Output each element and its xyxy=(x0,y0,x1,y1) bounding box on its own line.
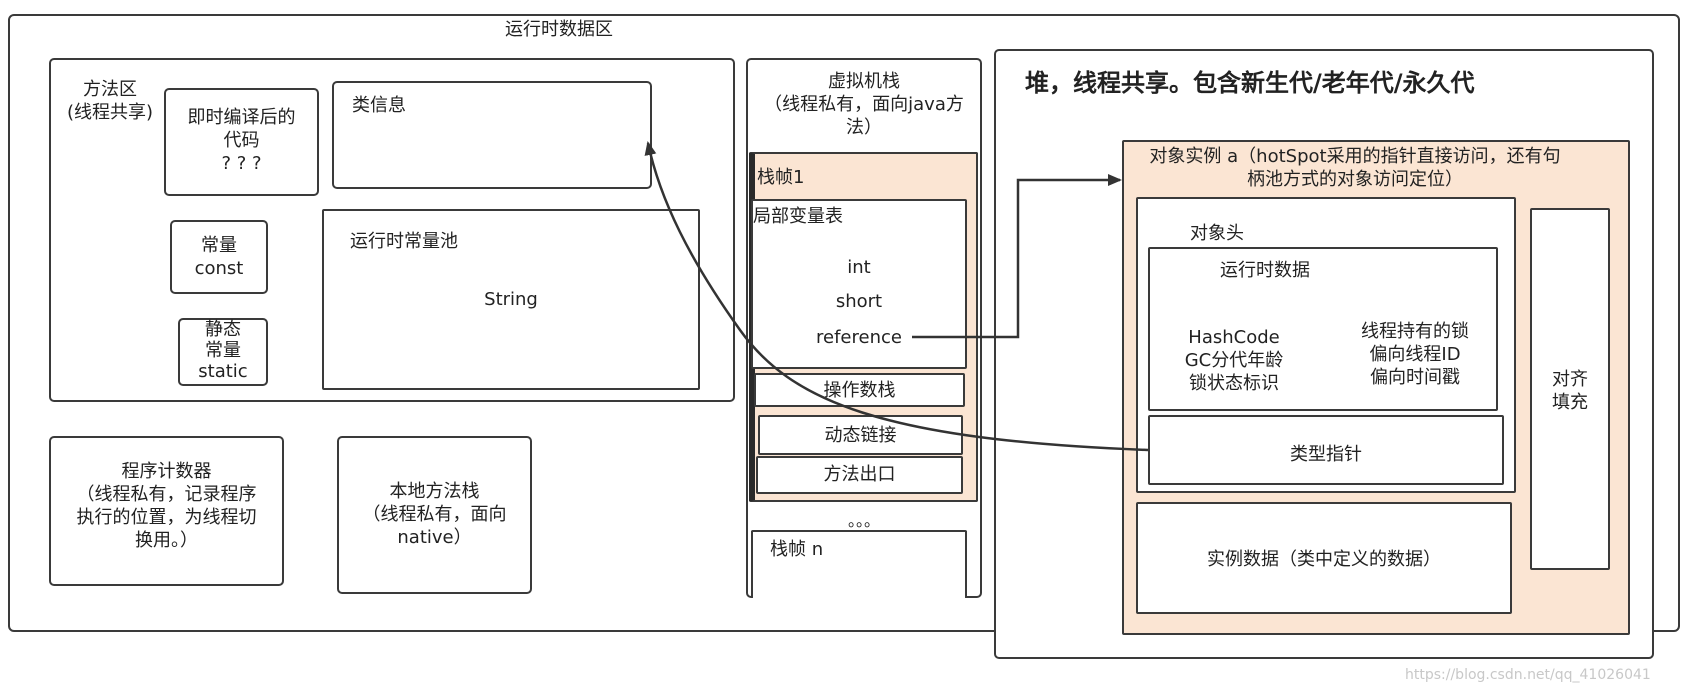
object-header-label: 对象头 xyxy=(1190,223,1244,244)
vm-stack-title-line3: 法） xyxy=(846,117,882,138)
constant-line1: 常量 xyxy=(201,235,237,256)
lock-state-text: 锁状态标识 xyxy=(1189,373,1279,394)
heap-title: 堆，线程共享。包含新生代/老年代/永久代 xyxy=(1025,69,1475,97)
program-counter-line4: 换用。） xyxy=(135,530,198,551)
operand-stack-label: 操作数栈 xyxy=(823,380,896,401)
vm-stack-title-line2: （线程私有，面向java方 xyxy=(764,94,964,115)
program-counter-line3: 执行的位置，为线程切 xyxy=(76,507,257,528)
runtime-data-box xyxy=(1148,247,1498,411)
native-method-stack-line3: native） xyxy=(397,527,472,548)
watermark-text: https://blog.csdn.net/qq_41026041 xyxy=(1405,667,1651,683)
vm-stack-title-line1: 虚拟机栈 xyxy=(828,71,900,92)
program-counter-label: 程序计数器 （线程私有，记录程序 执行的位置，为线程切 换用。） xyxy=(49,460,284,552)
static-line2: 常量 xyxy=(205,340,241,361)
instance-data-label: 实例数据（类中定义的数据） xyxy=(1207,549,1441,570)
jit-code-label: 即时编译后的 代码 ? ? ? xyxy=(164,106,319,175)
jit-code-line3: ? ? ? xyxy=(221,153,262,174)
runtime-constant-pool-box xyxy=(322,209,700,390)
method-area-title-line2: (线程共享) xyxy=(66,102,154,123)
static-box xyxy=(178,318,268,386)
constant-line2: const xyxy=(194,258,244,279)
native-method-stack-label: 本地方法栈 （线程私有，面向 native） xyxy=(337,480,532,549)
class-info-label: 类信息 xyxy=(352,95,406,116)
native-method-stack-line1: 本地方法栈 xyxy=(389,481,480,502)
padding-label: 对齐 填充 xyxy=(1530,368,1610,414)
static-label: 静态 常量 static xyxy=(178,319,268,382)
biased-thread-id-text: 偏向线程ID xyxy=(1369,344,1461,365)
native-method-stack-box xyxy=(337,436,532,594)
program-counter-line1: 程序计数器 xyxy=(121,461,212,482)
runtime-data-right-col: 线程持有的锁 偏向线程ID 偏向时间戳 xyxy=(1340,320,1490,389)
local-var-int: int xyxy=(847,257,871,278)
type-pointer-box xyxy=(1148,415,1504,485)
jit-code-line2: 代码 xyxy=(223,130,260,151)
program-counter-line2: （线程私有，记录程序 xyxy=(76,484,257,505)
instance-data-box xyxy=(1136,502,1512,614)
method-exit-label: 方法出口 xyxy=(823,464,896,485)
jit-code-box xyxy=(164,88,319,196)
runtime-constant-pool-content: String xyxy=(484,289,538,310)
static-line3: static xyxy=(198,361,248,382)
dynamic-link-label: 动态链接 xyxy=(824,425,897,446)
constant-label: 常量 const xyxy=(170,234,268,280)
object-instance-line1: 对象实例 a（hotSpot采用的指针直接访问，还有句 xyxy=(1149,146,1561,167)
static-line1: 静态 xyxy=(205,319,241,340)
class-info-box xyxy=(332,81,652,189)
method-exit-box xyxy=(756,456,963,494)
runtime-constant-pool-title: 运行时常量池 xyxy=(350,231,458,252)
stack-frame-n xyxy=(751,530,967,598)
more-frames-dots: 。。。 xyxy=(847,511,880,530)
runtime-data-area-title: 运行时数据区 xyxy=(505,19,613,40)
program-counter-box xyxy=(49,436,284,586)
local-variable-table-title: 局部变量表 xyxy=(753,206,843,227)
constant-box xyxy=(170,220,268,294)
padding-line1: 对齐 xyxy=(1552,369,1588,390)
runtime-data-label: 运行时数据 xyxy=(1220,260,1310,281)
method-area-title: 方法区 (线程共享) xyxy=(60,78,160,124)
vm-stack-title: 虚拟机栈 （线程私有，面向java方 法） xyxy=(746,70,982,139)
biased-timestamp-text: 偏向时间戳 xyxy=(1370,367,1460,388)
padding-box xyxy=(1530,208,1610,570)
stack-frame-n-label: 栈帧 n xyxy=(770,539,824,560)
padding-line2: 填充 xyxy=(1552,392,1588,413)
stack-frame-1-label: 栈帧1 xyxy=(757,167,805,188)
gc-age-text: GC分代年龄 xyxy=(1184,350,1284,371)
object-instance-label: 对象实例 a（hotSpot采用的指针直接访问，还有句 柄池方式的对象访问定位） xyxy=(1120,145,1590,191)
type-pointer-label: 类型指针 xyxy=(1290,444,1362,465)
local-var-short: short xyxy=(835,291,883,312)
jit-code-line1: 即时编译后的 xyxy=(187,107,296,128)
runtime-data-left-col: HashCode GC分代年龄 锁状态标识 xyxy=(1160,326,1308,395)
native-method-stack-line2: （线程私有，面向 xyxy=(362,504,507,525)
hashcode-text: HashCode xyxy=(1188,327,1280,348)
method-area-title-line1: 方法区 xyxy=(83,79,137,100)
thread-lock-text: 线程持有的锁 xyxy=(1361,321,1469,342)
object-instance-line2: 柄池方式的对象访问定位） xyxy=(1247,169,1463,190)
local-var-reference: reference xyxy=(816,327,902,348)
